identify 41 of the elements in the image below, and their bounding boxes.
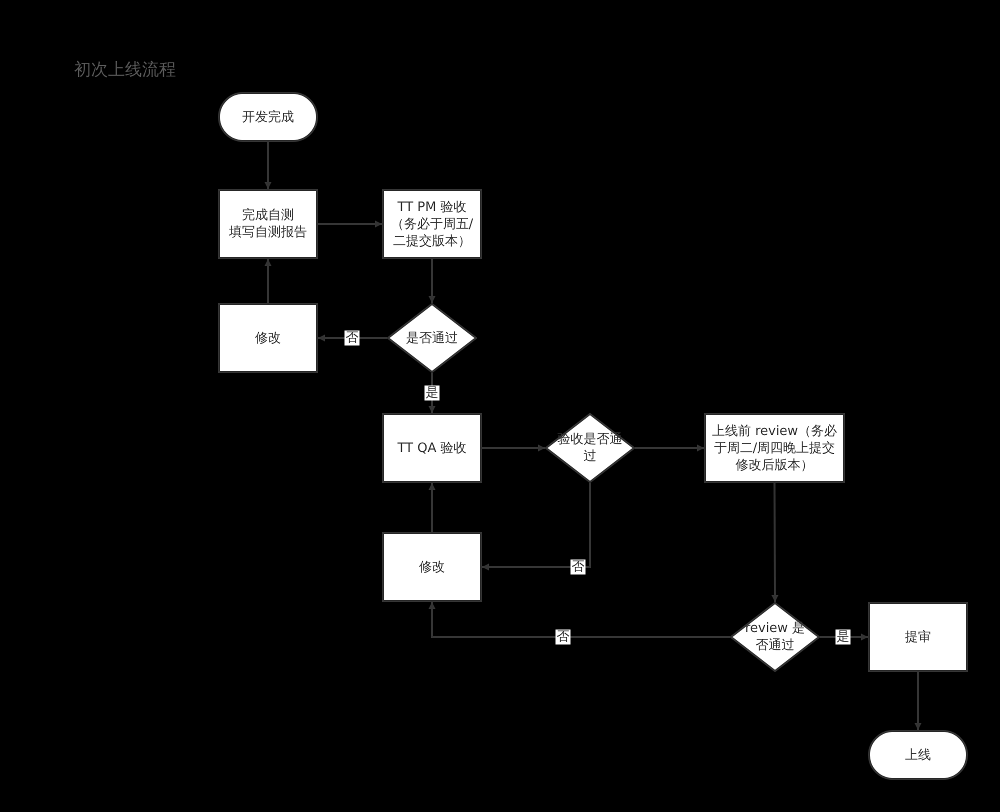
title: 初次上线流程 bbox=[74, 59, 176, 81]
decision-diamond bbox=[387, 303, 477, 373]
process-box bbox=[382, 413, 482, 483]
step-text: 填写自测报告 bbox=[229, 224, 307, 241]
step-text: 提审 bbox=[905, 628, 931, 646]
edge-label: 是 bbox=[424, 386, 440, 400]
arrow bbox=[428, 259, 436, 303]
step-text: 修改 bbox=[255, 330, 281, 346]
arrow bbox=[482, 444, 545, 452]
process-box bbox=[218, 189, 318, 259]
arrow bbox=[428, 483, 436, 532]
arrow bbox=[820, 634, 868, 640]
step-text: TT PM 验收（务必于周五/二提交版本） bbox=[390, 198, 474, 250]
process-box bbox=[218, 303, 318, 373]
arrow bbox=[635, 444, 704, 452]
terminal-box bbox=[868, 730, 968, 780]
edge-label: 否 bbox=[556, 630, 570, 644]
arrow bbox=[264, 142, 272, 189]
step-text: 完成自测 bbox=[242, 207, 294, 224]
process-box bbox=[382, 189, 482, 259]
arrow bbox=[771, 483, 778, 602]
arrow bbox=[482, 483, 591, 570]
decision-diamond bbox=[730, 602, 820, 672]
arrow bbox=[914, 672, 922, 730]
arrow bbox=[264, 259, 272, 303]
step-text: 上线前 review（务必于周二/周四晚上提交修改后版本） bbox=[711, 422, 838, 474]
decision-text: 是否通过 bbox=[405, 330, 459, 346]
decision-diamond bbox=[545, 413, 635, 483]
step-text: 修改 bbox=[419, 558, 445, 576]
step-text: TT QA 验收 bbox=[397, 440, 467, 456]
terminal-box bbox=[218, 92, 318, 142]
edge-label: 是 bbox=[836, 630, 850, 644]
arrow bbox=[428, 602, 730, 638]
step-text: 开发完成 bbox=[242, 108, 294, 126]
process-box bbox=[704, 413, 845, 483]
edge-label: 否 bbox=[344, 330, 360, 346]
step-text: 上线 bbox=[905, 746, 931, 764]
process-box bbox=[868, 602, 968, 672]
edge-label: 否 bbox=[570, 560, 586, 574]
arrow bbox=[318, 220, 382, 228]
process-box bbox=[382, 532, 482, 602]
